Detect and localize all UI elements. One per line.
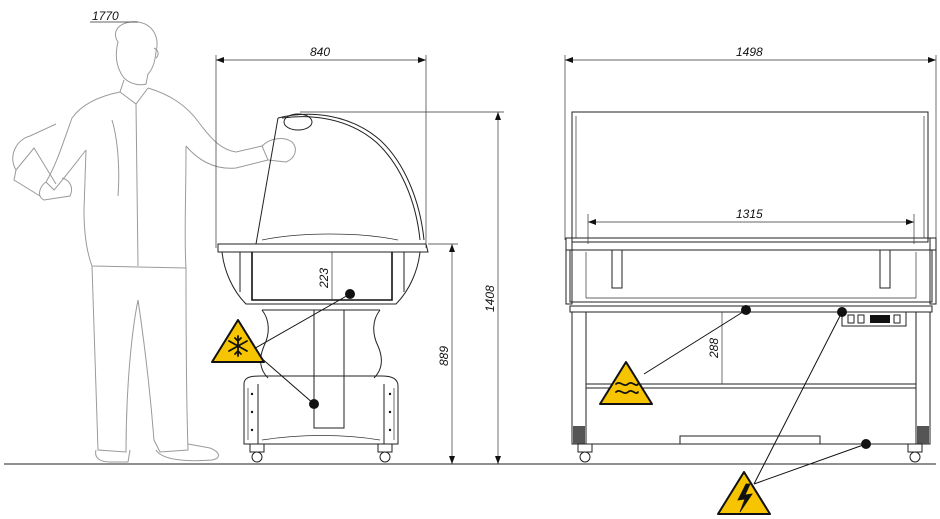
leader-lines — [251, 289, 871, 485]
dim-person-height: 1770 — [92, 9, 119, 23]
snowflake-icon — [228, 335, 248, 357]
person-silhouette — [12, 21, 296, 463]
dim-side-height-total: 1408 — [483, 285, 497, 312]
dim-side-counter-height: 889 — [437, 346, 451, 366]
heat-waves-icon — [615, 381, 639, 395]
dim-front-shelf-gap: 288 — [707, 338, 721, 359]
dim-side-counter-height-group: 889 — [428, 243, 458, 464]
warning-sign-heating — [599, 361, 653, 405]
warning-sign-refrigeration — [211, 319, 265, 363]
dim-side-tank-depth: 223 — [317, 268, 331, 289]
warning-sign-electrical — [717, 471, 771, 515]
side-view-unit: 840 223 — [215, 45, 429, 463]
dim-front-width: 1498 — [736, 45, 763, 59]
dim-side-height-total-group: 1408 — [300, 111, 504, 464]
dim-front-inner-width: 1315 — [736, 207, 763, 221]
dim-side-width: 840 — [310, 45, 330, 59]
lightning-icon — [737, 483, 753, 513]
